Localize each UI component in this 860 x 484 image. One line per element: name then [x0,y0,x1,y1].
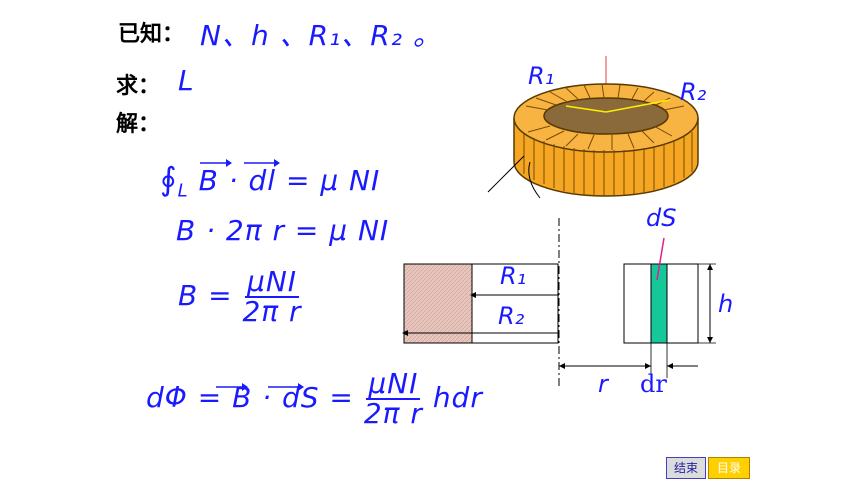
equation-field-circle: B · 2π r = μ NI [176,214,390,247]
toroid-illustration [487,56,699,199]
solve-label: 解： [116,112,161,137]
given-label: 已知： [118,22,185,47]
find-variable: L [178,64,195,97]
equation-field-b: B = μNI 2π r [178,268,302,326]
vector-arrows-eq1 [200,159,280,167]
fraction-numerator: μNI [245,265,300,298]
h-label: h [718,290,734,318]
end-button[interactable]: 结束 [666,457,706,479]
contour-integral-symbol: ∮ [160,160,178,198]
given-variables: N、h 、R₁、R₂ 。 [200,19,442,52]
toroid-r2-label: R₂ [680,78,707,106]
equation-rhs: = μ NI [285,164,381,197]
vector-arrows-eq4 [216,383,304,391]
equation-lhs: dΦ = B · dS = [146,381,354,414]
equation-flux: dΦ = B · dS = μNI 2π r hdr [146,370,483,428]
ds-label: dS [646,204,677,232]
r-label: r [598,370,608,398]
fraction: μNI 2π r [242,268,301,326]
fraction: μNI 2π r [364,370,423,428]
equation-ampere-law: ∮L B · dl = μ NI [160,160,380,202]
contour-subscript: L [177,180,189,202]
toroid-r1-label: R₁ [528,62,555,90]
fraction-denominator: 2π r [242,295,302,328]
section-r1-label: R₁ [500,262,527,290]
equation-tail: hdr [432,381,483,414]
fraction-numerator: μNI [366,367,421,400]
equation-lhs: B = [178,279,233,312]
fraction-denominator: 2π r [363,397,423,430]
section-r2-label: R₂ [498,302,525,330]
toc-button[interactable]: 目录 [708,457,750,479]
dr-label: dr [640,370,667,398]
cross-section-diagram [402,218,716,386]
find-label: 求： [116,74,161,99]
equation-lhs: B · dl [198,164,277,197]
